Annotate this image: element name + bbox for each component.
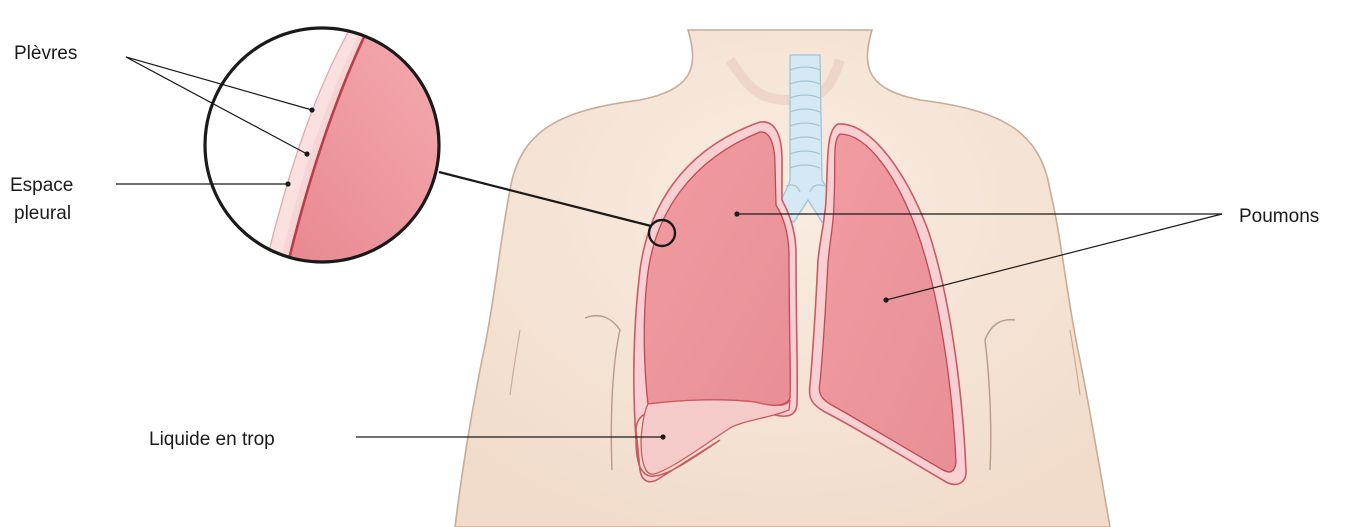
label-liquide: Liquide en trop — [149, 429, 275, 450]
label-plevres: Plèvres — [14, 43, 77, 64]
espace-dot — [285, 181, 290, 186]
label-espace-line2: pleural — [14, 203, 71, 224]
label-poumons: Poumons — [1239, 206, 1319, 227]
label-espace-line1: Espace — [10, 175, 73, 196]
plevres-dot-1 — [309, 107, 314, 112]
poumons-dot-1 — [734, 211, 739, 216]
liquide-dot — [660, 434, 665, 439]
poumons-dot-2 — [883, 297, 888, 302]
pleura-zoom-detail — [205, 20, 500, 280]
plevres-dot-2 — [304, 151, 309, 156]
